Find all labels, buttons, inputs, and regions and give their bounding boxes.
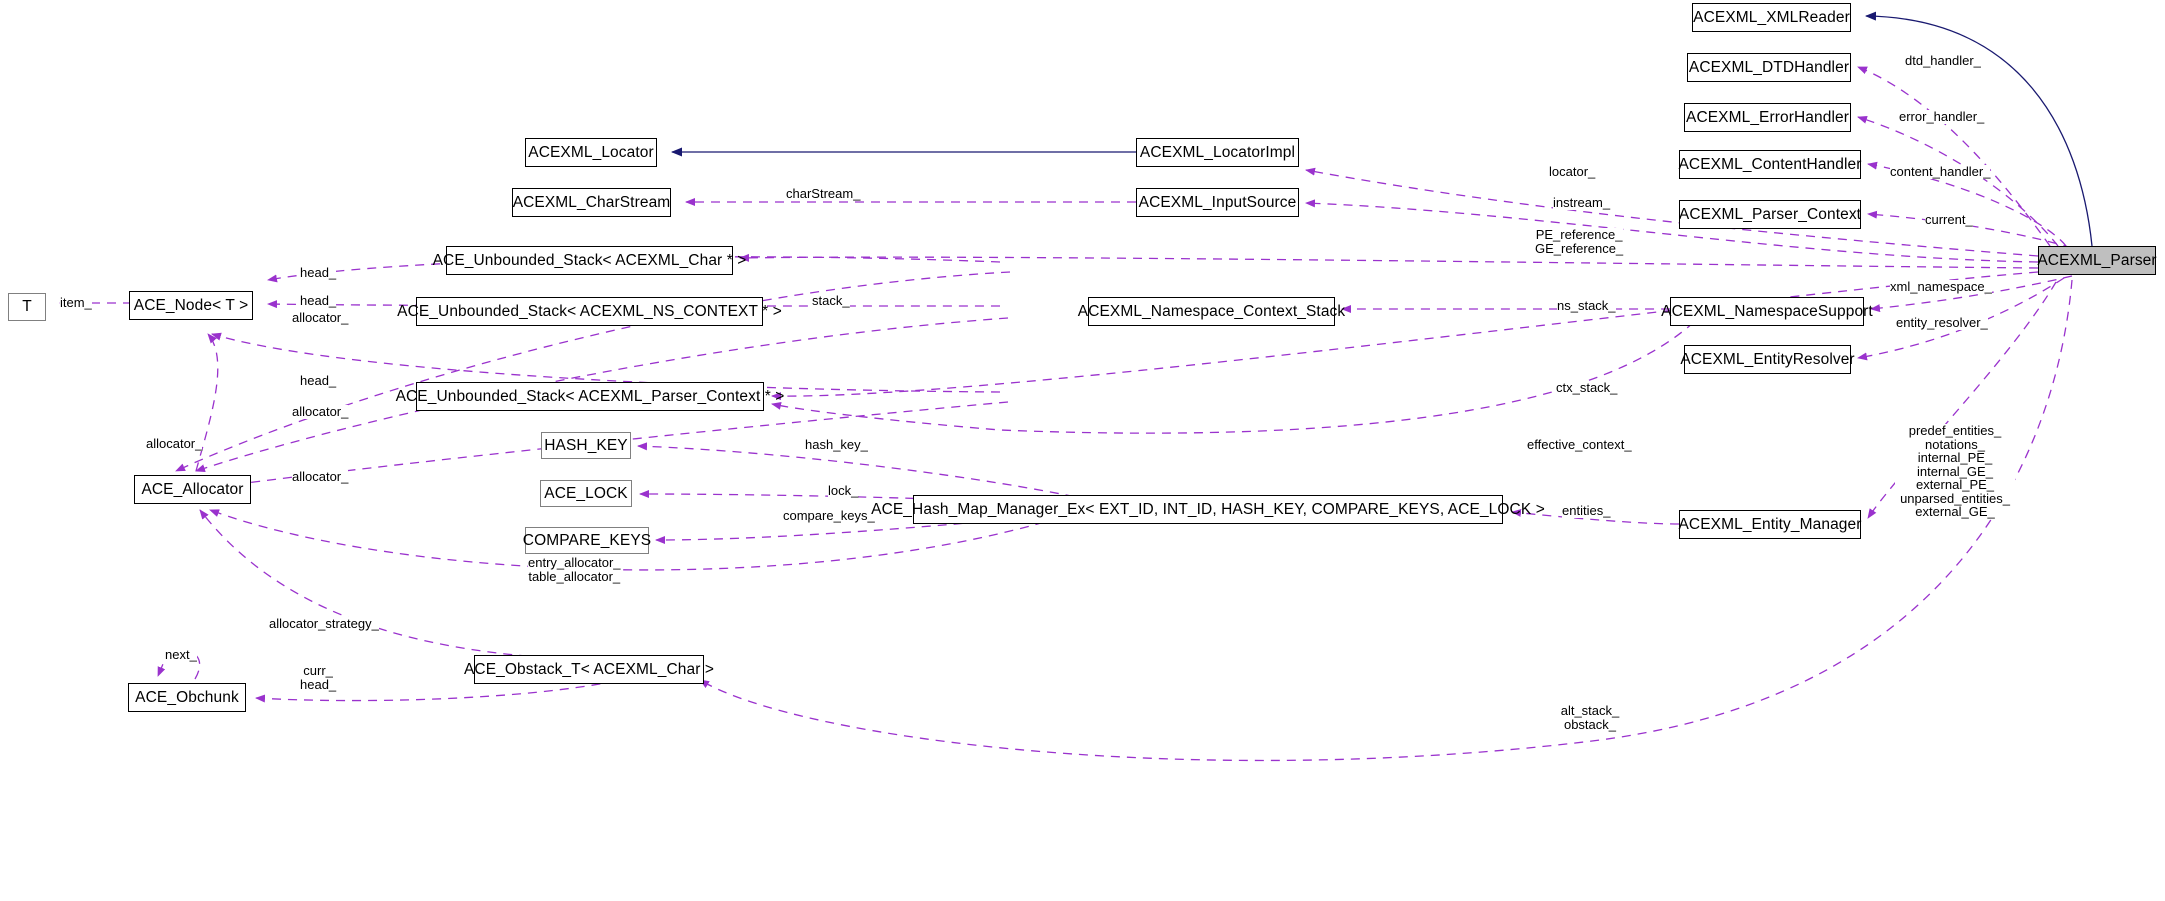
edge-dtdhandler	[1857, 66, 2051, 247]
edge-hashkey	[637, 442, 1091, 501]
node-acexml-parser[interactable]: ACEXML_Parser	[2037, 246, 2157, 275]
node-ace-obchunk[interactable]: ACE_Obchunk	[128, 683, 246, 712]
node-ace-allocator[interactable]: ACE_Allocator	[134, 475, 251, 504]
edge-entitymgr-parser	[1867, 281, 2057, 519]
edge-allocator-node	[195, 333, 219, 472]
node-hash-key[interactable]: HASH_KEY	[541, 432, 631, 459]
node-acexml-parser-context[interactable]: ACEXML_Parser_Context	[1679, 200, 1861, 229]
edge-altstack-obstack	[699, 279, 2073, 762]
edge-instream-parser	[1305, 199, 2039, 263]
node-label: ACE_Node< T >	[133, 296, 249, 314]
node-hash-map-manager-ex[interactable]: ACE_Hash_Map_Manager_Ex< EXT_ID, INT_ID,…	[871, 495, 1545, 524]
node-ace-lock[interactable]: ACE_LOCK	[540, 480, 632, 507]
node-label: ACE_Obchunk	[135, 688, 239, 706]
node-label: ACEXML_Parser_Context	[1678, 205, 1862, 223]
edge-errorhandler	[1857, 115, 2059, 247]
edge-xmlnamespace	[1870, 275, 2073, 313]
node-unbounded-stack-parser-context[interactable]: ACE_Unbounded_Stack< ACEXML_Parser_Conte…	[396, 382, 784, 411]
node-label: COMPARE_KEYS	[522, 531, 652, 549]
edge-locator-parser	[1305, 167, 2039, 257]
node-T[interactable]: T	[8, 293, 46, 321]
edge-allocator-ubchar	[175, 271, 1011, 472]
node-acexml-namespacesupport[interactable]: ACEXML_NamespaceSupport	[1661, 297, 1873, 326]
node-label: ACE_Unbounded_Stack< ACEXML_Parser_Conte…	[395, 387, 785, 405]
edge-parser-to-xmlreader	[1865, 11, 2093, 247]
edge-head-ubctx	[211, 332, 1001, 393]
node-ace-node[interactable]: ACE_Node< T >	[129, 291, 253, 320]
edge-effctx-nss	[771, 321, 1695, 434]
node-label: ACEXML_Namespace_Context_Stack	[1077, 302, 1346, 320]
edge-pege-parser	[739, 253, 2039, 269]
node-label: ACE_Unbounded_Stack< ACEXML_Char * >	[432, 251, 747, 269]
edge-head-ubns	[267, 300, 1001, 309]
node-label: ACEXML_Entity_Manager	[1678, 515, 1862, 533]
edge-curr-head	[255, 680, 617, 703]
node-label: HASH_KEY	[544, 436, 628, 454]
node-label: ACEXML_Locator	[528, 143, 654, 161]
node-label: ACE_Unbounded_Stack< ACEXML_NS_CONTEXT *…	[397, 302, 782, 320]
node-label: ACEXML_ContentHandler	[1678, 155, 1862, 173]
node-acexml-xmlreader[interactable]: ACEXML_XMLReader	[1692, 3, 1851, 32]
node-acexml-contenthandler[interactable]: ACEXML_ContentHandler	[1678, 150, 1862, 179]
edge-current	[1867, 210, 2073, 249]
edge-contenthandler	[1867, 161, 2067, 247]
node-label: ACE_Hash_Map_Manager_Ex< EXT_ID, INT_ID,…	[871, 500, 1545, 518]
node-acexml-inputsource[interactable]: ACEXML_InputSource	[1136, 188, 1299, 217]
edge-allocator-hashmap	[209, 507, 1091, 571]
edge-entityresolver	[1857, 277, 2065, 361]
edge-next-obchunk	[157, 650, 201, 680]
node-namespace-context-stack[interactable]: ACEXML_Namespace_Context_Stack	[1078, 297, 1345, 326]
inheritance-edges	[671, 11, 2093, 247]
node-label: ACEXML_XMLReader	[1693, 8, 1850, 26]
node-acexml-errorhandler[interactable]: ACEXML_ErrorHandler	[1684, 103, 1851, 132]
node-label: ACE_Obstack_T< ACEXML_Char >	[463, 660, 715, 678]
node-label: ACEXML_InputSource	[1138, 193, 1297, 211]
usage-edges	[59, 66, 2073, 762]
node-acexml-locatorimpl[interactable]: ACEXML_LocatorImpl	[1136, 138, 1299, 167]
node-unbounded-stack-char[interactable]: ACE_Unbounded_Stack< ACEXML_Char * >	[433, 246, 746, 275]
node-label: T	[22, 298, 32, 316]
node-unbounded-stack-ns-context[interactable]: ACE_Unbounded_Stack< ACEXML_NS_CONTEXT *…	[397, 297, 782, 326]
node-acexml-dtdhandler[interactable]: ACEXML_DTDHandler	[1687, 53, 1851, 82]
edge-comparekeys	[655, 511, 1091, 544]
edge-ctxstack-parser	[771, 271, 2039, 401]
node-label: ACEXML_LocatorImpl	[1139, 143, 1296, 161]
edge-lock	[639, 490, 1091, 507]
node-label: ACE_Allocator	[141, 480, 244, 498]
node-acexml-entityresolver[interactable]: ACEXML_EntityResolver	[1680, 345, 1855, 374]
node-label: ACEXML_NamespaceSupport	[1661, 302, 1873, 320]
node-acexml-charstream[interactable]: ACEXML_CharStream	[512, 188, 671, 217]
node-label: ACE_LOCK	[544, 484, 628, 502]
node-label: ACEXML_EntityResolver	[1680, 350, 1855, 368]
node-acexml-locator[interactable]: ACEXML_Locator	[525, 138, 657, 167]
node-compare-keys[interactable]: COMPARE_KEYS	[522, 527, 652, 554]
node-ace-obstack-t[interactable]: ACE_Obstack_T< ACEXML_Char >	[464, 655, 714, 684]
node-label: ACEXML_CharStream	[512, 193, 671, 211]
node-label: ACEXML_ErrorHandler	[1686, 108, 1849, 126]
node-label: ACEXML_DTDHandler	[1688, 58, 1850, 76]
node-label: ACEXML_Parser	[2037, 251, 2157, 269]
edge-entities	[1511, 508, 1680, 525]
node-acexml-entity-manager[interactable]: ACEXML_Entity_Manager	[1678, 510, 1862, 539]
